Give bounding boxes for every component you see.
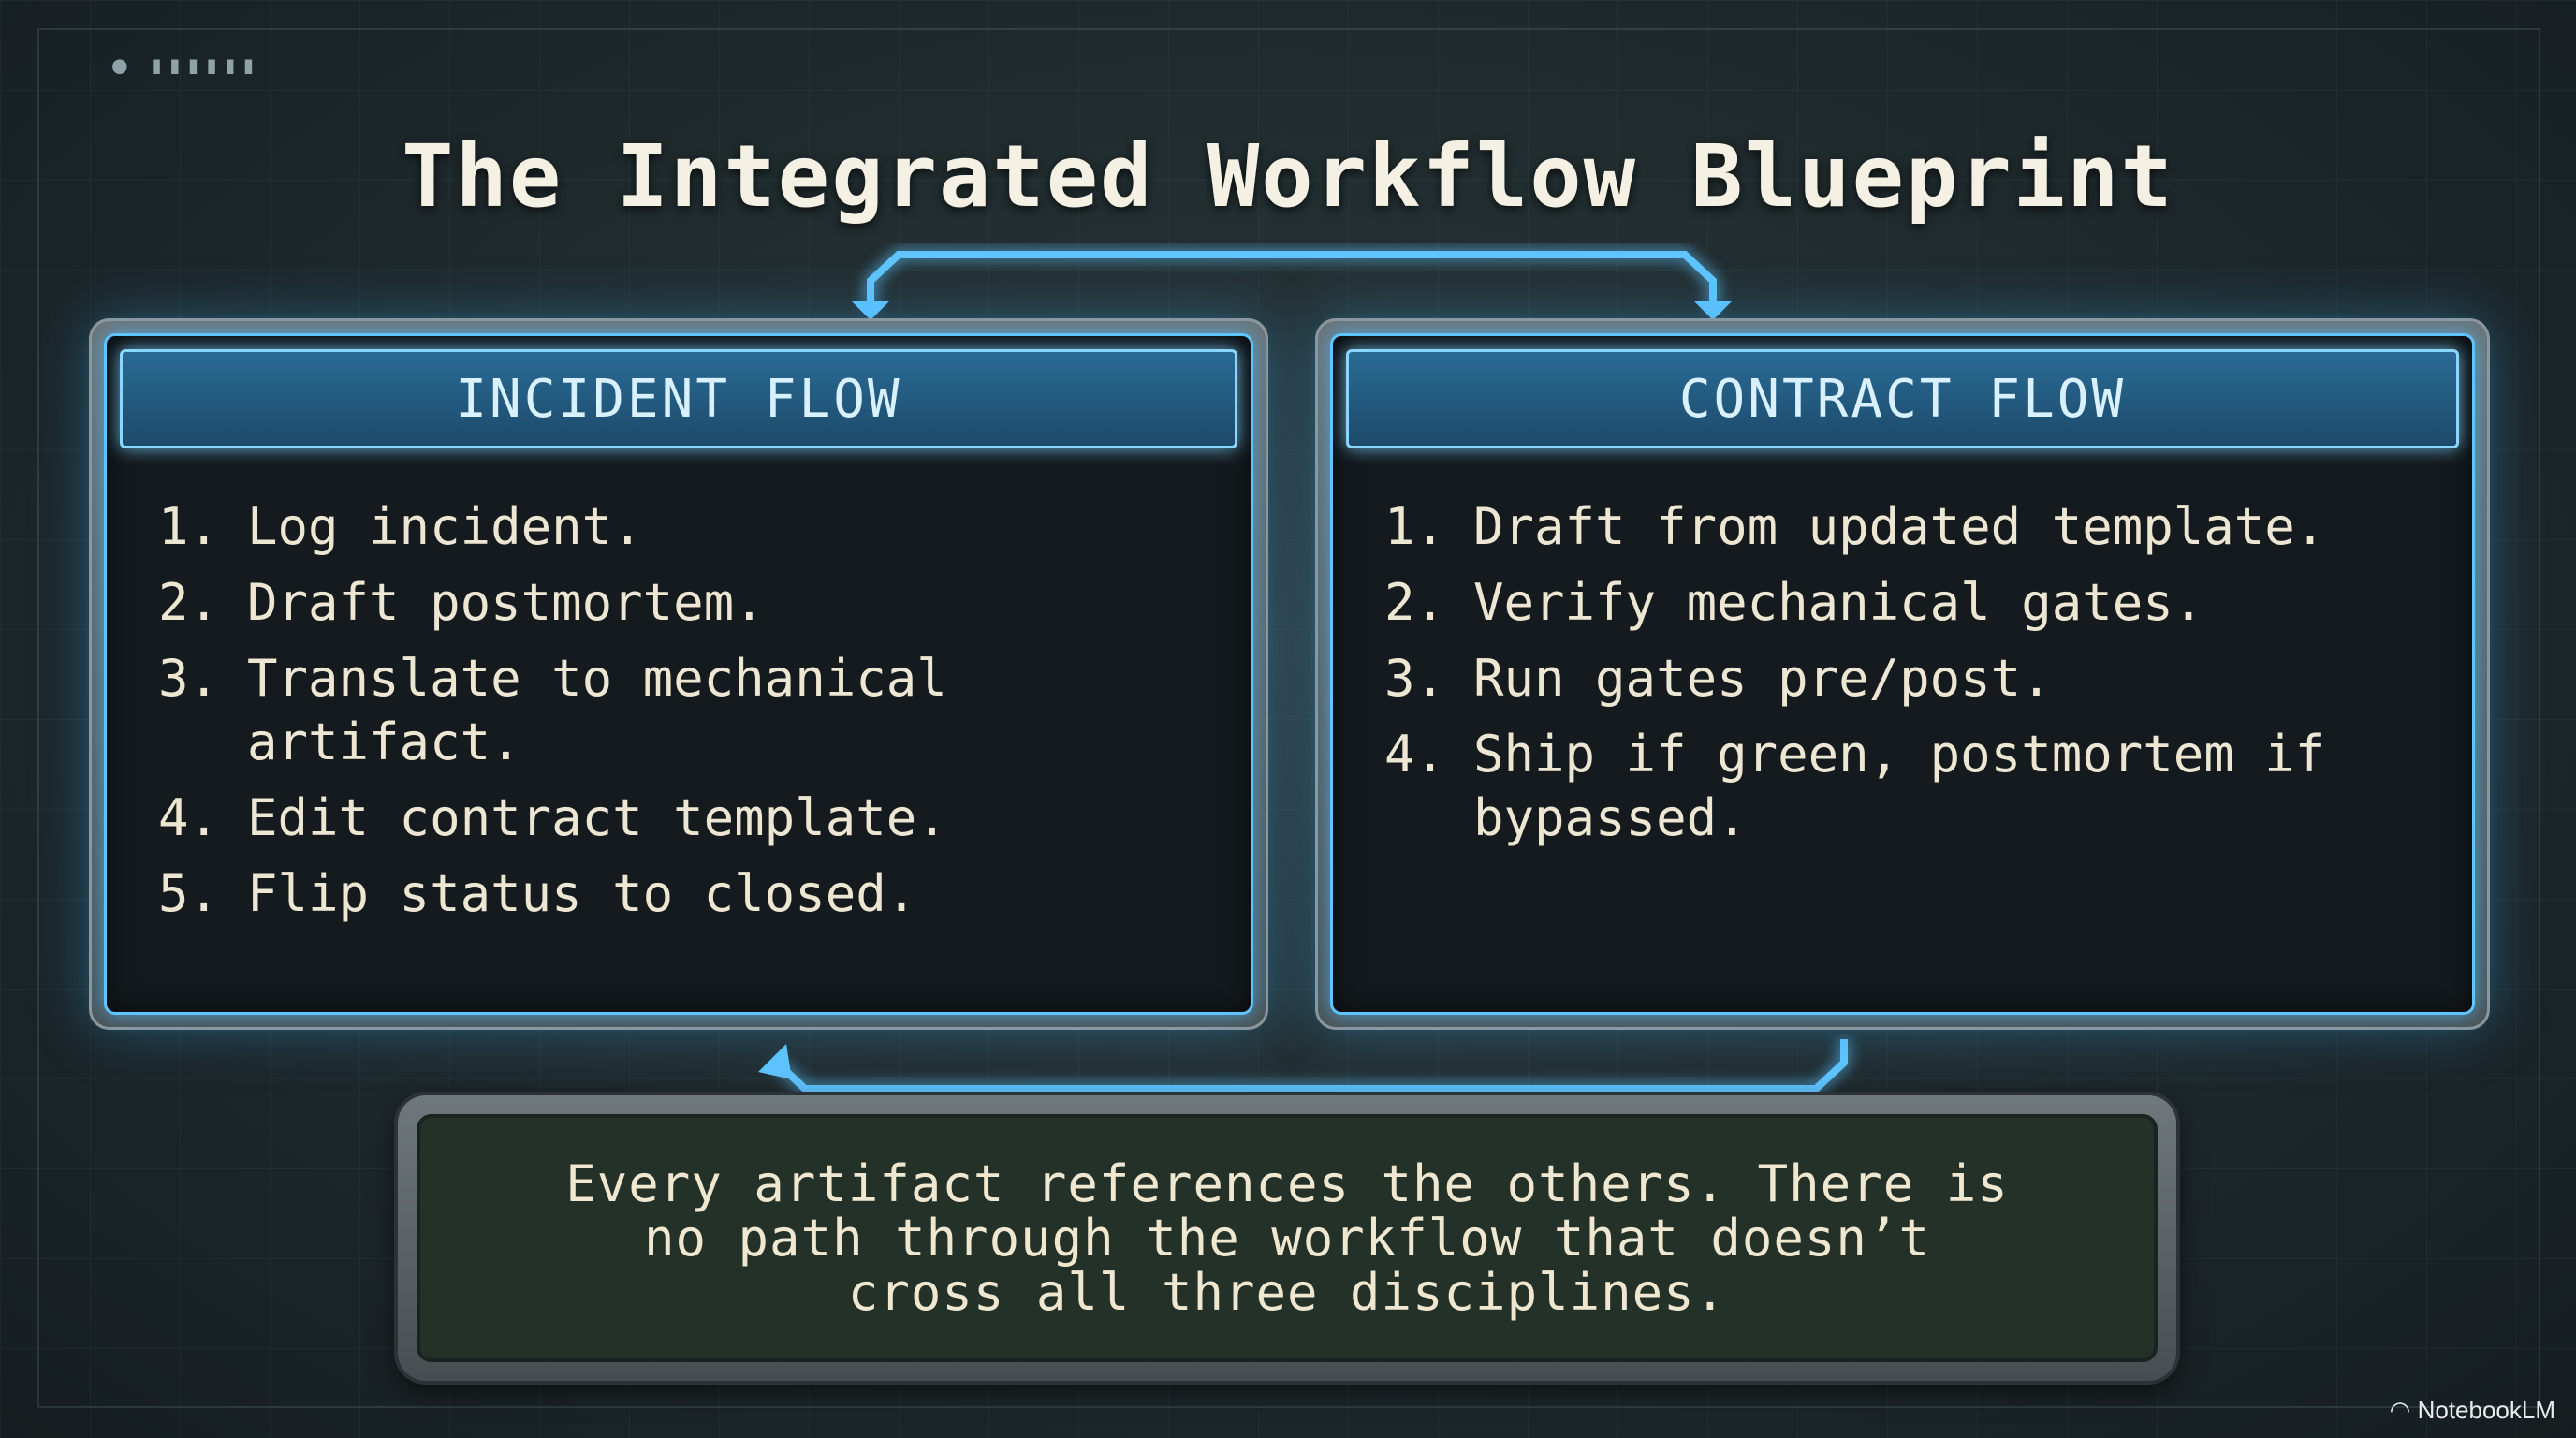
brand-label: NotebookLM	[2417, 1396, 2555, 1424]
incident-flow-panel: INCIDENT FLOW 1. Log incident. 2. Draft po…	[89, 318, 1268, 1030]
notebooklm-logo-icon: ◠	[2389, 1396, 2418, 1424]
top-connector-arrow	[852, 251, 1732, 318]
step-number: 1.	[158, 497, 220, 556]
incident-flow-screen: INCIDENT FLOW 1. Log incident. 2. Draft po…	[104, 333, 1253, 1015]
step-text: Draft postmortem.	[247, 573, 765, 632]
step-number: 4.	[1384, 725, 1446, 784]
incident-flow-header: INCIDENT FLOW	[120, 349, 1237, 448]
step-number: 1.	[1384, 497, 1446, 556]
step-text: Ship if green, postmortem if bypassed.	[1473, 725, 2326, 847]
list-item: 1. Log incident.	[158, 495, 1213, 559]
step-number: 4.	[158, 788, 220, 847]
footer-note-panel: Every artifact references the others. Th…	[398, 1095, 2176, 1381]
footer-note-text: Every artifact references the others. Th…	[565, 1153, 2009, 1322]
step-number: 2.	[158, 573, 220, 632]
contract-flow-panel: CONTRACT FLOW 1. Draft from updated templ…	[1315, 318, 2490, 1030]
list-item: 5. Flip status to closed.	[158, 862, 1213, 926]
step-text: Translate to mechanical artifact.	[247, 649, 947, 771]
bottom-connector-arrow	[758, 1039, 1848, 1093]
step-number: 3.	[1384, 649, 1446, 708]
outer-frame	[37, 28, 2540, 1408]
contract-flow-screen: CONTRACT FLOW 1. Draft from updated templ…	[1330, 333, 2475, 1015]
list-item: 4. Edit contract template.	[158, 786, 1213, 850]
step-text: Draft from updated template.	[1473, 497, 2326, 556]
step-number: 2.	[1384, 573, 1446, 632]
step-number: 3.	[158, 649, 220, 708]
step-text: Log incident.	[247, 497, 643, 556]
brand-watermark: ◠ NotebookLM	[2390, 1396, 2555, 1425]
contract-flow-header: CONTRACT FLOW	[1346, 349, 2459, 448]
footer-note-screen: Every artifact references the others. Th…	[417, 1114, 2158, 1362]
list-item: 1. Draft from updated template.	[1384, 495, 2435, 559]
step-number: 5.	[158, 864, 220, 923]
page-title: The Integrated Workflow Blueprint	[402, 126, 2174, 227]
step-text: Verify mechanical gates.	[1473, 573, 2204, 632]
list-item: 3. Translate to mechanical artifact.	[158, 647, 1019, 774]
list-item: 2. Verify mechanical gates.	[1384, 571, 2435, 635]
step-text: Run gates pre/post.	[1473, 649, 2052, 708]
contract-flow-steps: 1. Draft from updated template. 2. Verify …	[1384, 495, 2435, 862]
list-item: 3. Run gates pre/post.	[1384, 647, 2435, 711]
list-item: 4. Ship if green, postmortem if bypassed.	[1384, 723, 2367, 850]
step-text: Flip status to closed.	[247, 864, 917, 923]
step-text: Edit contract template.	[247, 788, 947, 847]
list-item: 2. Draft postmortem.	[158, 571, 1213, 635]
incident-flow-steps: 1. Log incident. 2. Draft postmortem. 3. Tr…	[158, 495, 1213, 938]
decorative-dots: ● ▮▮▮▮▮▮	[112, 51, 260, 80]
